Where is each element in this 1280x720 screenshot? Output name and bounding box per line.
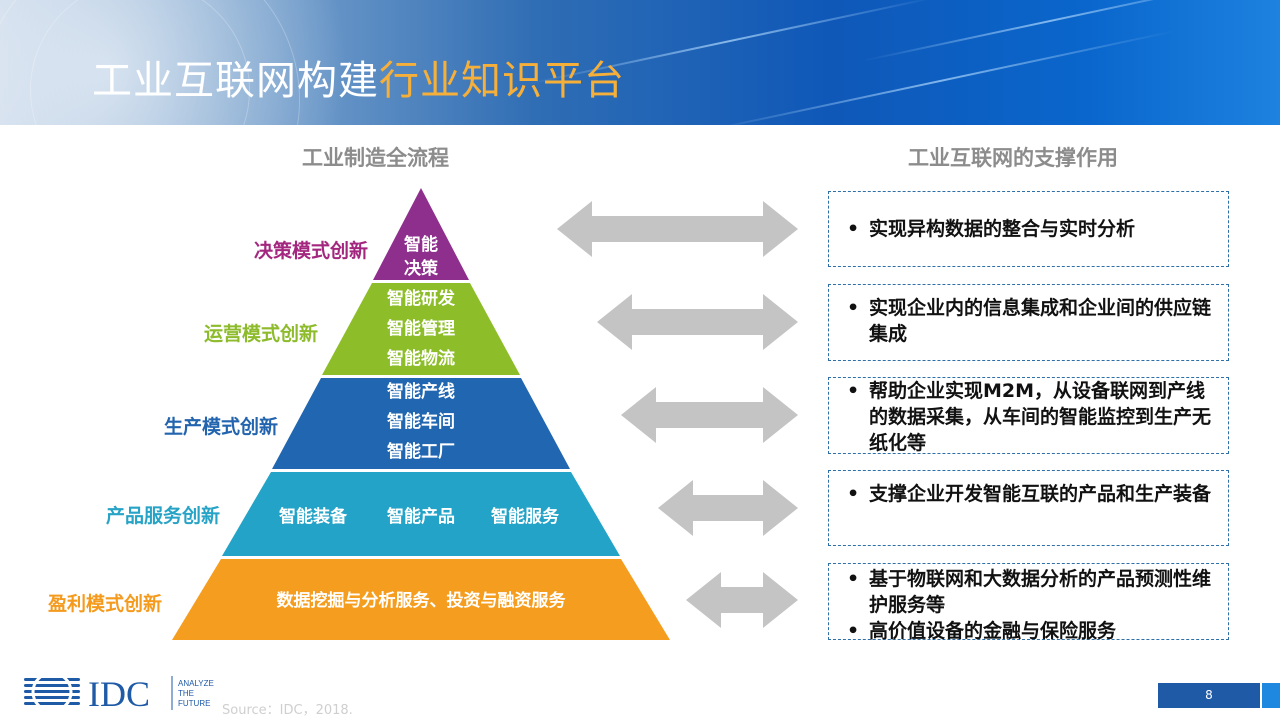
level-text-line: 智能物流 xyxy=(387,349,455,369)
level-text-line: 智能 xyxy=(404,235,438,255)
level-text-line: 智能研发 xyxy=(387,289,455,309)
support-box-3: • 帮助企业实现M2M，从设备联网到产线的数据采集，从车间的智能监控到生产无纸化等 xyxy=(828,377,1229,454)
page-number-bar-accent xyxy=(1262,683,1280,708)
level-operation-text: 智能研发 智能管理 智能物流 xyxy=(361,284,481,374)
support-item: • 基于物联网和大数据分析的产品预测性维护服务等 xyxy=(841,566,1216,618)
support-box-2: • 实现企业内的信息集成和企业间的供应链集成 xyxy=(828,284,1229,361)
support-item-text: 帮助企业实现M2M，从设备联网到产线的数据采集，从车间的智能监控到生产无纸化等 xyxy=(869,380,1212,454)
bullet: • xyxy=(847,297,860,319)
pyramid-level-decision xyxy=(373,188,469,280)
level-product-item: 智能产品 xyxy=(387,507,455,527)
idc-logo: IDC ANALYZE THE FUTURE xyxy=(24,671,214,714)
label-production-innovation: 生产模式创新 xyxy=(163,416,278,438)
level-product-item: 智能服务 xyxy=(491,507,559,527)
page-number-bar xyxy=(1158,683,1260,708)
support-box-4: • 支撑企业开发智能互联的产品和生产装备 xyxy=(828,470,1229,546)
logo-text: IDC xyxy=(88,674,150,714)
level-text-line: 智能工厂 xyxy=(387,442,455,462)
left-section-title: 工业制造全流程 xyxy=(302,146,449,170)
bullet: • xyxy=(847,568,860,590)
label-operation-innovation: 运营模式创新 xyxy=(203,323,318,345)
tagline-line: ANALYZE xyxy=(178,679,214,688)
support-item: • 支撑企业开发智能互联的产品和生产装备 xyxy=(841,481,1216,507)
pyramid-level-profit xyxy=(172,559,670,640)
support-item: • 高价值设备的金融与保险服务 xyxy=(841,618,1216,644)
pyramid-level-operation xyxy=(322,283,520,375)
support-item: • 帮助企业实现M2M，从设备联网到产线的数据采集，从车间的智能监控到生产无纸化等 xyxy=(841,378,1216,456)
support-box-1: • 实现异构数据的整合与实时分析 xyxy=(828,191,1229,267)
support-item-text: 支撑企业开发智能互联的产品和生产装备 xyxy=(869,483,1212,505)
support-box-5: • 基于物联网和大数据分析的产品预测性维护服务等 • 高价值设备的金融与保险服务 xyxy=(828,563,1229,642)
level-profit-text: 数据挖掘与分析服务、投资与融资服务 xyxy=(276,591,566,611)
support-item-text: 实现异构数据的整合与实时分析 xyxy=(869,218,1136,240)
label-decision-innovation: 决策模式创新 xyxy=(253,240,368,262)
level-text-line: 智能管理 xyxy=(387,319,455,339)
double-arrow-5 xyxy=(686,572,798,628)
bullet: • xyxy=(847,380,860,402)
bullet: • xyxy=(847,483,860,505)
label-product-service-innovation: 产品服务创新 xyxy=(105,505,220,527)
pyramid-level-production xyxy=(272,378,570,469)
right-section-title: 工业互联网的支撑作用 xyxy=(908,146,1118,170)
double-arrow-4 xyxy=(658,480,798,536)
level-text-line: 智能产线 xyxy=(387,382,455,402)
double-arrow-3 xyxy=(621,387,798,443)
double-arrow-1 xyxy=(557,201,798,257)
label-profit-innovation: 盈利模式创新 xyxy=(47,593,162,615)
bullet: • xyxy=(847,620,860,642)
page-number: 8 xyxy=(1205,688,1213,702)
title-main: 工业互联网构建 xyxy=(92,58,379,104)
double-arrow-2 xyxy=(597,294,798,350)
header-banner xyxy=(0,0,1280,125)
level-text-line: 决策 xyxy=(404,259,438,279)
page-title: 工业互联网构建行业知识平台 xyxy=(92,48,625,106)
support-item: • 实现异构数据的整合与实时分析 xyxy=(841,216,1216,242)
level-product-item: 智能装备 xyxy=(279,507,347,527)
support-item-text: 实现企业内的信息集成和企业间的供应链集成 xyxy=(869,297,1212,345)
tagline-line: FUTURE xyxy=(178,699,210,708)
level-text-line: 智能车间 xyxy=(387,412,455,432)
title-accent: 行业知识平台 xyxy=(379,58,625,104)
level-decision-text: 智能 决策 xyxy=(381,230,461,284)
support-item-text: 基于物联网和大数据分析的产品预测性维护服务等 xyxy=(869,568,1212,616)
tagline-line: THE xyxy=(178,689,194,698)
support-item: • 实现企业内的信息集成和企业间的供应链集成 xyxy=(841,295,1216,347)
level-production-text: 智能产线 智能车间 智能工厂 xyxy=(361,377,481,467)
bullet: • xyxy=(847,218,860,240)
support-item-text: 高价值设备的金融与保险服务 xyxy=(869,620,1117,642)
source-note: Source：IDC，2018. xyxy=(222,703,353,718)
pyramid-level-product-service xyxy=(222,472,620,556)
double-arrow xyxy=(557,201,798,628)
